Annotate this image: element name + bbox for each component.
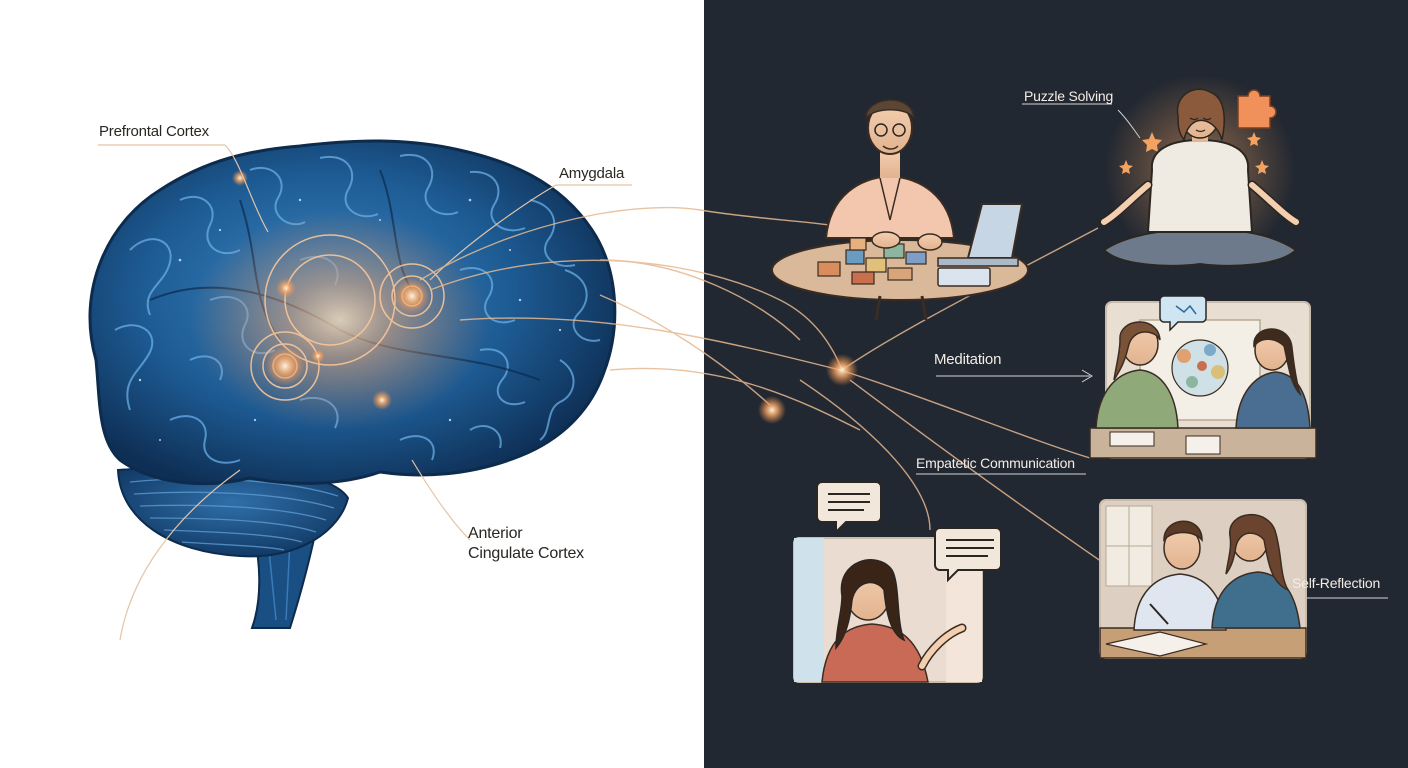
activity-connectors <box>419 206 1141 589</box>
label-self-reflection: Self-Reflection <box>1292 575 1381 591</box>
brain-illustration <box>88 139 617 629</box>
speech-bubble-icon <box>1159 295 1207 332</box>
label-amygdala: Amygdala <box>559 165 625 182</box>
connector-node-glow <box>758 396 786 424</box>
empathy-scene-illustration <box>1089 295 1317 459</box>
label-meditation: Meditation <box>934 351 1002 368</box>
self-reflection-scene-illustration <box>1099 499 1307 659</box>
label-empathetic-communication: Empatetic Communication <box>916 455 1075 471</box>
label-prefrontal-cortex: Prefrontal Cortex <box>99 123 209 140</box>
label-puzzle-solving: Puzzle Solving <box>1024 88 1114 104</box>
communication-scene-illustration <box>793 481 1002 683</box>
meditation-scene-illustration <box>1099 75 1301 267</box>
label-anterior: Anterior <box>468 525 523 542</box>
puzzle-piece-icon <box>1237 89 1277 129</box>
puzzle-scene-illustration <box>771 99 1029 321</box>
brain-activation-glow <box>190 170 490 430</box>
label-cingulate-cortex: Cingulate Cortex <box>468 545 584 562</box>
connector-node-glow <box>826 354 858 386</box>
